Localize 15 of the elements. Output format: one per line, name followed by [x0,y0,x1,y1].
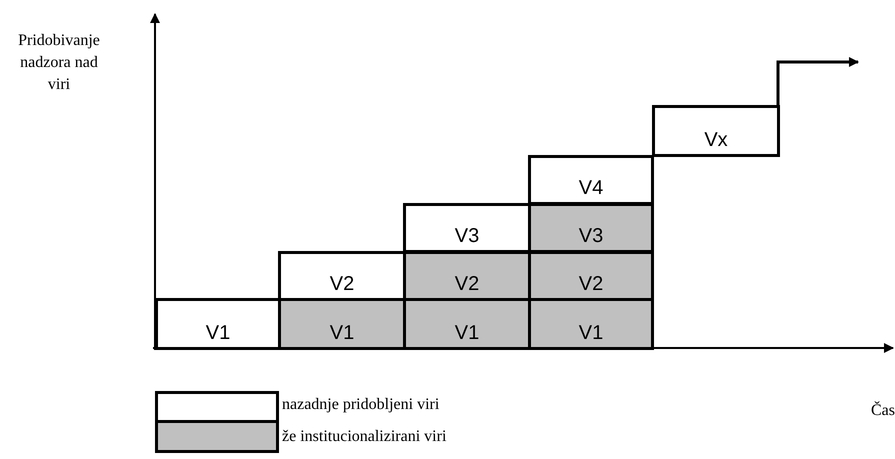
axis-title: Pridobivanje nadzora nad viri [17,31,101,95]
legend-label: nazadnje pridobljeni viri [282,396,440,414]
resource-cell: V1 [528,298,654,350]
axis-title: Čas [870,400,895,421]
resource-cell: V3 [528,203,654,253]
resource-cell: V4 [528,155,654,205]
resource-cell: V2 [278,251,406,301]
resource-cell: V1 [278,298,406,350]
resource-cell: V3 [403,203,531,253]
resource-cell: V1 [155,298,281,350]
resource-cell: V2 [403,251,531,301]
resource-cell: V2 [528,251,654,301]
resource-cell: V1 [403,298,531,350]
legend-label: že institucionalizirani viri [282,428,446,446]
resource-cell: Vx [652,105,780,157]
